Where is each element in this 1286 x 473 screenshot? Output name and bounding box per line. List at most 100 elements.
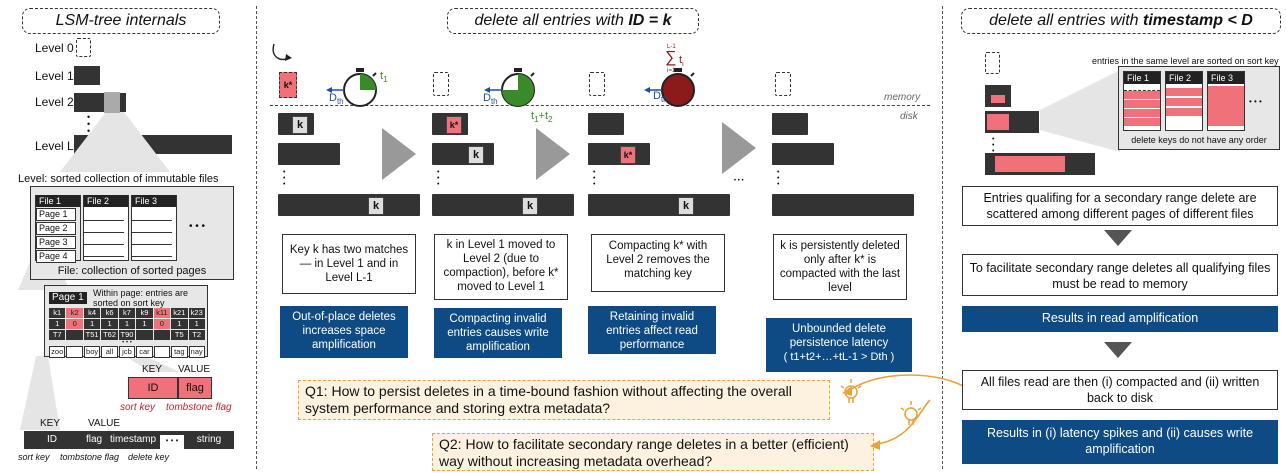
page-string-cell: tag [171,346,188,358]
stage4-level1-bar [772,113,808,135]
page-note: Within page: entries are sorted on sort … [93,288,189,308]
right-file-2-rows [1166,88,1202,116]
stage3-level2-bar: k* [588,143,650,165]
lsm-file-1-title: File 1 [36,195,80,207]
stage3-level1-bar [588,113,624,135]
lsm-panel-title: LSM-tree internals [22,8,220,34]
page-3-label: Page 3 [36,236,76,249]
id-panel-title: delete all entries with ID = k [447,8,699,34]
impact-latency-formula: ( t1+t2+…+tL-1 > Dth ) [783,351,895,363]
page-flag-cell: 1 [118,319,136,329]
stage-arrow-3 [722,122,756,174]
impact-read-performance: Retaining invalid entries affect read pe… [588,306,716,354]
timer-1-dth: Dth [329,92,344,106]
entry-field-string: string [196,434,222,445]
stage1-last-key-k: k [368,197,384,215]
right-file-3-title: File 3 [1208,72,1244,84]
lsm-file-3-title: File 3 [132,195,176,207]
sum-t-letter: t [679,54,683,66]
timer-3-icon [644,68,695,107]
sum-bottom: i=1 [667,68,676,74]
memory-kstar-text: k* [283,80,293,90]
id-title-prefix: delete all entries with [474,12,629,29]
page-timestamp-cell [66,330,83,340]
page-flag-cell: 1 [188,319,205,329]
memory-buffer-kstar: k* [279,72,297,98]
stage-ellipsis: • • • [734,178,744,184]
page-string-cell: nay [188,346,205,358]
right-file-3: File 3 [1207,71,1245,131]
right-level2-bar [985,111,1039,133]
right-level1-red [991,95,1005,103]
stage3-key-kstar: k* [620,146,636,164]
stage2-last-level-bar: k [432,194,574,216]
file-3-rows [132,209,172,257]
entry-caption-sort-key: sort key [18,452,50,462]
lsm-panel-title-text: LSM-tree internals [55,12,187,29]
right-arrow-2 [1104,342,1132,358]
level-0-label: Level 0 [35,41,74,55]
disk-label: disk [900,111,918,122]
impact-space-amplification: Out-of-place deletes increases space amp… [280,306,408,358]
timer-2-plus: +t [538,110,548,122]
stage3-level-dots: ••• [593,169,596,188]
level-1-bar [74,66,100,85]
timer-3-dth-d: D [653,90,661,102]
sum-t: ti [679,54,684,68]
right-level2-red [987,114,1009,130]
lsm-file-2-title: File 2 [84,195,128,207]
timer-2-icon [484,68,535,107]
stage2-level-dots: ••• [437,169,440,188]
level-2-label: Level 2 [35,95,74,109]
page-key-cell: k9 [136,308,153,318]
level-caption: Level: sorted collection of immutable fi… [18,173,219,185]
id-title-bold: ID = k [628,12,672,29]
page-key-cell: k7 [118,308,136,318]
page-flag-cell: 0 [153,319,171,329]
page-flag-cell: 1 [101,319,118,329]
level-last-label: Level L-1 [35,139,85,153]
sum-t-sub: i [682,61,684,69]
timer-3-dth-sub: th [660,95,668,105]
right-step-1: Entries qualifing for a secondary range … [962,186,1278,226]
kv-key-label: KEY [142,364,163,375]
lightbulb-icon-1 [840,379,862,403]
entry-caption-tombstone: tombstone flag [60,452,120,462]
page-timestamp-cell: T51 [83,330,101,340]
timer-2-sub2: 2 [548,115,553,125]
kv-id-cell: ID [128,377,178,399]
page-key-cell: k21 [171,308,188,318]
stage1-last-level-bar: k [278,194,420,216]
stage3-description: Compacting k* with Level 2 removes the m… [591,234,725,292]
incoming-delete-arrow [272,43,292,61]
page-timestamp-cell [136,330,153,340]
stage1-level1-bar: k [278,113,314,135]
timer-1-t-sub: 1 [383,75,388,85]
right-step-3: All files read are then (i) compacted an… [962,370,1278,410]
right-file-1: File 1 [1123,71,1161,131]
page-flag-cell: 0 [66,319,83,329]
file-caption: File: collection of sorted pages [57,265,207,277]
lsm-files-dots: • • • [189,221,206,232]
right-file-1-rows [1124,90,1160,127]
stage2-level1-bar: k* [432,113,468,135]
left-divider [256,6,257,469]
timer-2-sub1: 1 [534,115,539,125]
kv-flag-cell: flag [178,377,212,399]
stage1-level-dots: ••• [283,169,286,188]
stage3-last-key-k: k [678,197,694,215]
ts-panel-title: delete all entries with timestamp < D [961,8,1281,34]
right-last-red [995,156,1065,172]
stage2-key-k: k [468,146,484,164]
right-divider [942,6,943,469]
file-2-rows [84,209,124,257]
timer-1-dth-d: D [329,92,337,104]
right-file-3-rows [1208,86,1244,126]
impact-write-amplification: Compacting invalid entries causes write … [434,308,562,358]
right-level1-bar [985,85,1011,107]
page-box: Page 1 Within page: entries are sorted o… [44,285,208,358]
entry-value-label: VALUE [88,418,121,429]
page-flag-cell: 1 [171,319,188,329]
page-4-label: Page 4 [36,250,76,263]
kv-sort-key-caption: sort key [120,402,156,413]
